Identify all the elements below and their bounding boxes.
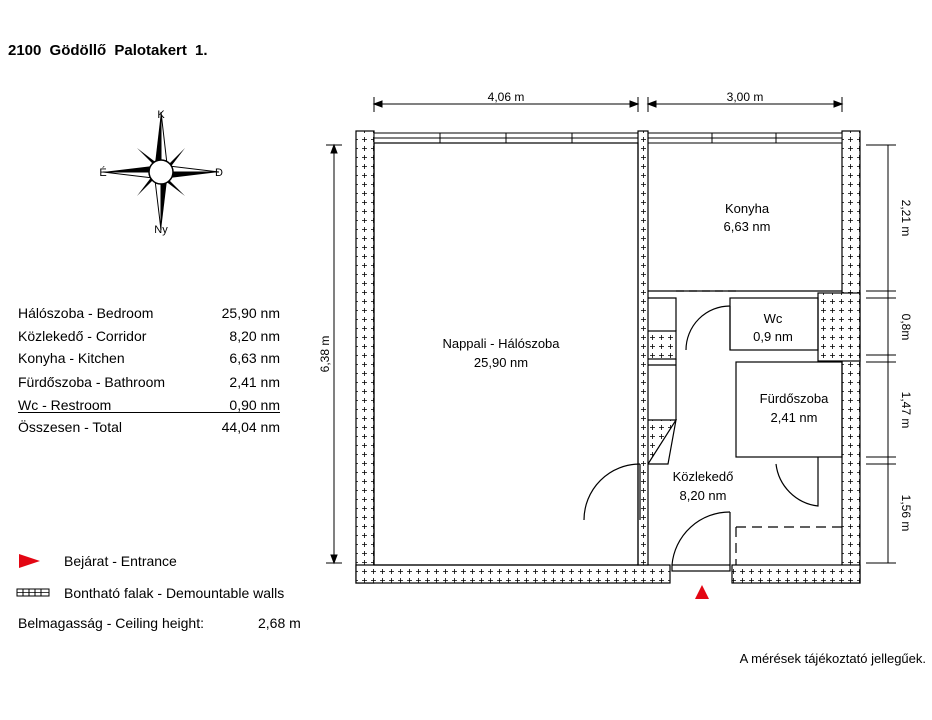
room-area: 8,20 nm: [229, 328, 280, 344]
address-title: 2100 Gödöllő Palotakert 1.: [8, 42, 208, 59]
living-room-area: 25,90 nm: [474, 355, 528, 370]
doors: [583, 305, 819, 566]
exterior-walls: [355, 130, 861, 584]
entrance-marker-icon: [695, 585, 709, 599]
bathroom-area: 2,41 nm: [771, 410, 818, 425]
room-list-item: Közlekedő - Corridor 8,20 nm: [18, 328, 280, 348]
room-list-item: Hálószoba - Bedroom 25,90 nm: [18, 305, 280, 325]
room-list-item: Wc - Restroom 0,90 nm: [18, 397, 280, 417]
kitchen-name: Konyha: [725, 201, 770, 216]
compass-east-label: D: [215, 167, 223, 179]
dim-top-left: 4,06 m: [488, 90, 525, 104]
room-name: Wc - Restroom: [18, 397, 112, 413]
total-area: 44,04 nm: [221, 419, 280, 435]
dim-right-3: 1,47 m: [899, 392, 913, 429]
dim-right-4: 1,56 m: [899, 495, 913, 532]
corridor-area: 8,20 nm: [680, 488, 727, 503]
room-list-item: Konyha - Kitchen 6,63 nm: [18, 350, 280, 370]
room-name: Közlekedő - Corridor: [18, 328, 147, 344]
ceiling-height-label: Belmagasság - Ceiling height:: [18, 615, 204, 631]
ceiling-height-value: 2,68 m: [258, 615, 301, 631]
room-area: 25,90 nm: [221, 305, 280, 321]
top-window-wall: [373, 132, 843, 144]
room-area: 0,90 nm: [229, 397, 280, 413]
room-name: Konyha - Kitchen: [18, 350, 125, 366]
total-row: Összesen - Total 44,04 nm: [18, 419, 280, 439]
dim-right-1: 2,21 m: [899, 200, 913, 237]
compass-rose-icon: K É D Ny: [99, 109, 223, 236]
room-list-item: Fürdőszoba - Bathroom 2,41 nm: [18, 374, 280, 394]
dim-right-2: 0,8m: [899, 314, 913, 341]
total-divider: [18, 412, 280, 413]
entrance-arrow-icon: [19, 554, 40, 568]
room-name: Fürdőszoba - Bathroom: [18, 374, 166, 390]
total-label: Összesen - Total: [18, 419, 123, 435]
dim-left: 6,38 m: [318, 336, 332, 373]
demountable-wall-icon: [16, 588, 50, 597]
legend-entrance-label: Bejárat - Entrance: [64, 553, 177, 569]
bathroom-name: Fürdőszoba: [760, 391, 829, 406]
legend-walls-label: Bontható falak - Demountable walls: [64, 585, 285, 601]
room-area: 6,63 nm: [229, 350, 280, 366]
dim-top-right: 3,00 m: [727, 90, 764, 104]
room-name: Hálószoba - Bedroom: [18, 305, 154, 321]
dimension-lines: [326, 97, 896, 565]
wc-area: 0,9 nm: [753, 329, 793, 344]
compass-north-label: K: [157, 109, 165, 121]
disclaimer-note: A mérések tájékoztató jellegűek.: [739, 651, 926, 666]
corridor-name: Közlekedő: [673, 469, 734, 484]
living-room-name: Nappali - Hálószoba: [442, 336, 560, 351]
compass-south-label: Ny: [154, 224, 168, 236]
kitchen-area: 6,63 nm: [724, 219, 771, 234]
room-area: 2,41 nm: [229, 374, 280, 390]
compass-west-label: É: [99, 166, 106, 179]
interior-partitions: [373, 142, 843, 566]
wc-name: Wc: [764, 311, 783, 326]
